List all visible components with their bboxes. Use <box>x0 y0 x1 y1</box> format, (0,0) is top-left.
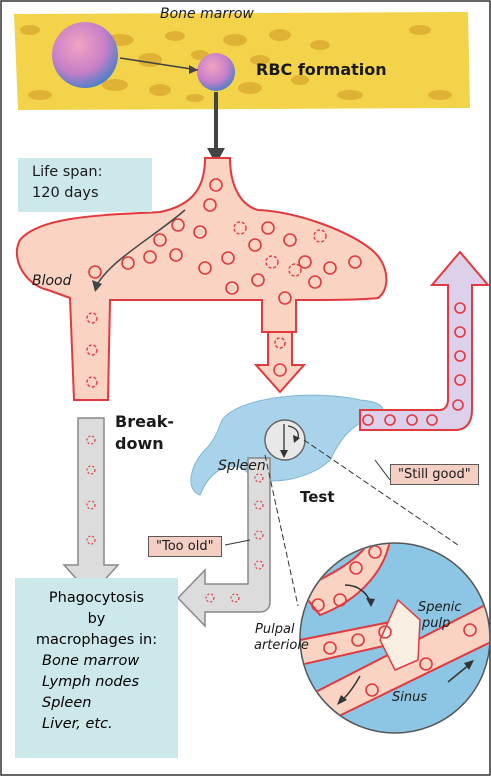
life-span-box: Life span: 120 days <box>18 158 152 212</box>
pulpal-arteriole-label-line2: arteriole <box>254 638 309 653</box>
breakdown-label-line2: down <box>115 434 164 453</box>
breakdown-label-line1: Break- <box>115 412 174 431</box>
pulpal-arteriole-label-line1: Pulpal <box>255 622 295 637</box>
spleen-label: Spleen <box>218 458 266 474</box>
phagocytosis-line2: by <box>15 609 178 630</box>
bone-marrow-label: Bone marrow <box>160 6 254 22</box>
bone-marrow-band <box>14 12 470 110</box>
blood-label: Blood <box>32 273 72 289</box>
phagocytosis-box: Phagocytosis by macrophages in: Bone mar… <box>15 578 178 758</box>
to-spleen-arrow <box>256 332 304 392</box>
too-old-tag: "Too old" <box>148 536 222 557</box>
site-bone-marrow: Bone marrow <box>42 651 178 672</box>
splenic-pulp-label-line2: pulp <box>422 616 450 631</box>
rbc-formation-label: RBC formation <box>256 60 387 79</box>
precursor-cell-large <box>52 22 118 88</box>
sinus-label: Sinus <box>392 690 427 705</box>
phagocytosis-line3: macrophages in: <box>15 630 178 651</box>
site-spleen: Spleen <box>42 693 178 714</box>
breakdown-arrow <box>64 418 118 595</box>
splenic-pulp-label-line1: Spenic <box>418 600 462 615</box>
test-label: Test <box>300 488 335 506</box>
precursor-cell-small <box>197 53 235 91</box>
site-lymph-nodes: Lymph nodes <box>42 672 178 693</box>
site-liver: Liver, etc. <box>42 714 178 735</box>
splenic-pulp-zoom <box>300 540 491 735</box>
life-span-line2: 120 days <box>32 185 99 201</box>
life-span-line1: Life span: <box>32 164 102 180</box>
still-good-tag: "Still good" <box>390 464 479 485</box>
phagocytosis-line1: Phagocytosis <box>15 588 178 609</box>
